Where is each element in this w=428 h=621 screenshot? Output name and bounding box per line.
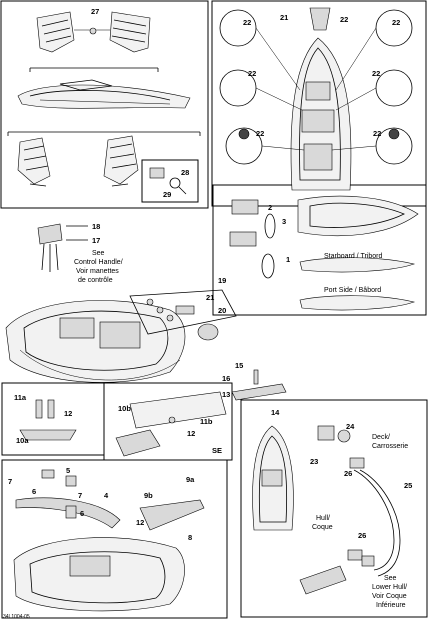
callout-10b: 10b (118, 404, 131, 413)
callout-26-b: 26 (358, 531, 366, 540)
callout-13: 13 (222, 390, 230, 399)
control-see: See (92, 250, 105, 257)
callout-7-b: 7 (78, 491, 82, 500)
control-line-2: Voir manettes (76, 268, 119, 275)
callout-21: 21 (280, 13, 288, 22)
callout-25: 25 (404, 481, 412, 490)
main-boat-view (5, 300, 186, 383)
lower-line-2: Voir Coque (372, 593, 407, 600)
port-label: Port Side / Bâbord (324, 287, 381, 294)
callout-14: 14 (271, 408, 280, 417)
detail-circles (219, 9, 413, 165)
hull-label-2: Coque (312, 524, 333, 531)
callout-4: 4 (104, 491, 109, 500)
handle-parts (229, 199, 276, 279)
document-id: 34L1004-05 (3, 614, 30, 620)
callout-21-b: 21 (206, 293, 214, 302)
rail-parts (15, 469, 205, 531)
callout-1: 1 (286, 255, 290, 264)
control-handle-part (37, 223, 88, 272)
cup-holder-part (309, 7, 331, 31)
control-line-1: Control Handle/ (74, 259, 123, 266)
callout-5: 5 (66, 466, 70, 475)
callout-12-c: 12 (136, 518, 144, 527)
panel-top-left-frame (0, 0, 209, 209)
cushion-pair-top (36, 11, 151, 53)
callout-6-b: 6 (80, 509, 84, 518)
callout-11a: 11a (14, 393, 27, 402)
callout-19: 19 (218, 276, 226, 285)
callout-22-b: 22 (340, 15, 348, 24)
se-label: SE (212, 446, 222, 455)
callout-22-c: 22 (392, 18, 400, 27)
cleat-13 (231, 369, 287, 401)
callout-7-a: 7 (8, 477, 12, 486)
drain-fittings (299, 425, 401, 595)
detail-box-28-29 (141, 159, 199, 203)
control-line-3: de contrôle (78, 277, 113, 284)
panel-bottom-left-frame (1, 459, 228, 619)
callout-29: 29 (163, 190, 171, 199)
callout-22-e: 22 (372, 69, 380, 78)
cushion-pair-bottom (17, 135, 139, 187)
callout-22-d: 22 (248, 69, 256, 78)
clip-part (149, 167, 187, 195)
starboard-label: Starboard / Tribord (324, 253, 382, 260)
callout-3: 3 (282, 217, 286, 226)
lower-line-3: Inférieure (376, 602, 406, 609)
callout-9b: 9b (144, 491, 153, 500)
bracket-top (29, 67, 159, 72)
se-cleat-10b (115, 391, 227, 457)
callout-18: 18 (92, 222, 100, 231)
callout-11b: 11b (200, 417, 213, 426)
callout-27: 27 (91, 7, 99, 16)
callout-9a: 9a (186, 475, 195, 484)
deck-label-2: Carrosserie (372, 443, 408, 450)
callout-22-g: 22 (373, 129, 381, 138)
callout-10a: 10a (16, 436, 29, 445)
callout-6-a: 6 (32, 487, 36, 496)
port-boat-view (299, 295, 416, 311)
boat-side-view (17, 79, 191, 109)
callout-24: 24 (346, 422, 355, 431)
callout-26-a: 26 (344, 469, 352, 478)
bracket-middle (7, 131, 201, 136)
panel-bottom-right-frame (240, 399, 428, 618)
callout-22-f: 22 (256, 129, 264, 138)
hardware-19-20-21 (129, 289, 237, 341)
bolt-pair-11a (19, 399, 77, 441)
callout-12-b: 12 (187, 429, 195, 438)
callout-2: 2 (268, 203, 272, 212)
callout-23: 23 (310, 457, 318, 466)
callout-15: 15 (235, 361, 243, 370)
callout-16: 16 (222, 374, 230, 383)
lower-line-1: Lower Hull/ (372, 584, 407, 591)
boat-top-view (290, 37, 352, 191)
callout-17: 17 (92, 236, 100, 245)
callout-20: 20 (218, 306, 226, 315)
starboard-boat-view (297, 195, 419, 273)
callout-22-a: 22 (243, 18, 251, 27)
callout-8: 8 (188, 533, 192, 542)
callout-12-a: 12 (64, 409, 72, 418)
deck-hull-boat-view (252, 425, 294, 531)
callout-28: 28 (181, 168, 189, 177)
hull-label-1: Hull/ (316, 515, 330, 522)
lower-boat-view (13, 537, 185, 612)
lower-see: See (384, 575, 397, 582)
deck-label-1: Deck/ (372, 434, 390, 441)
